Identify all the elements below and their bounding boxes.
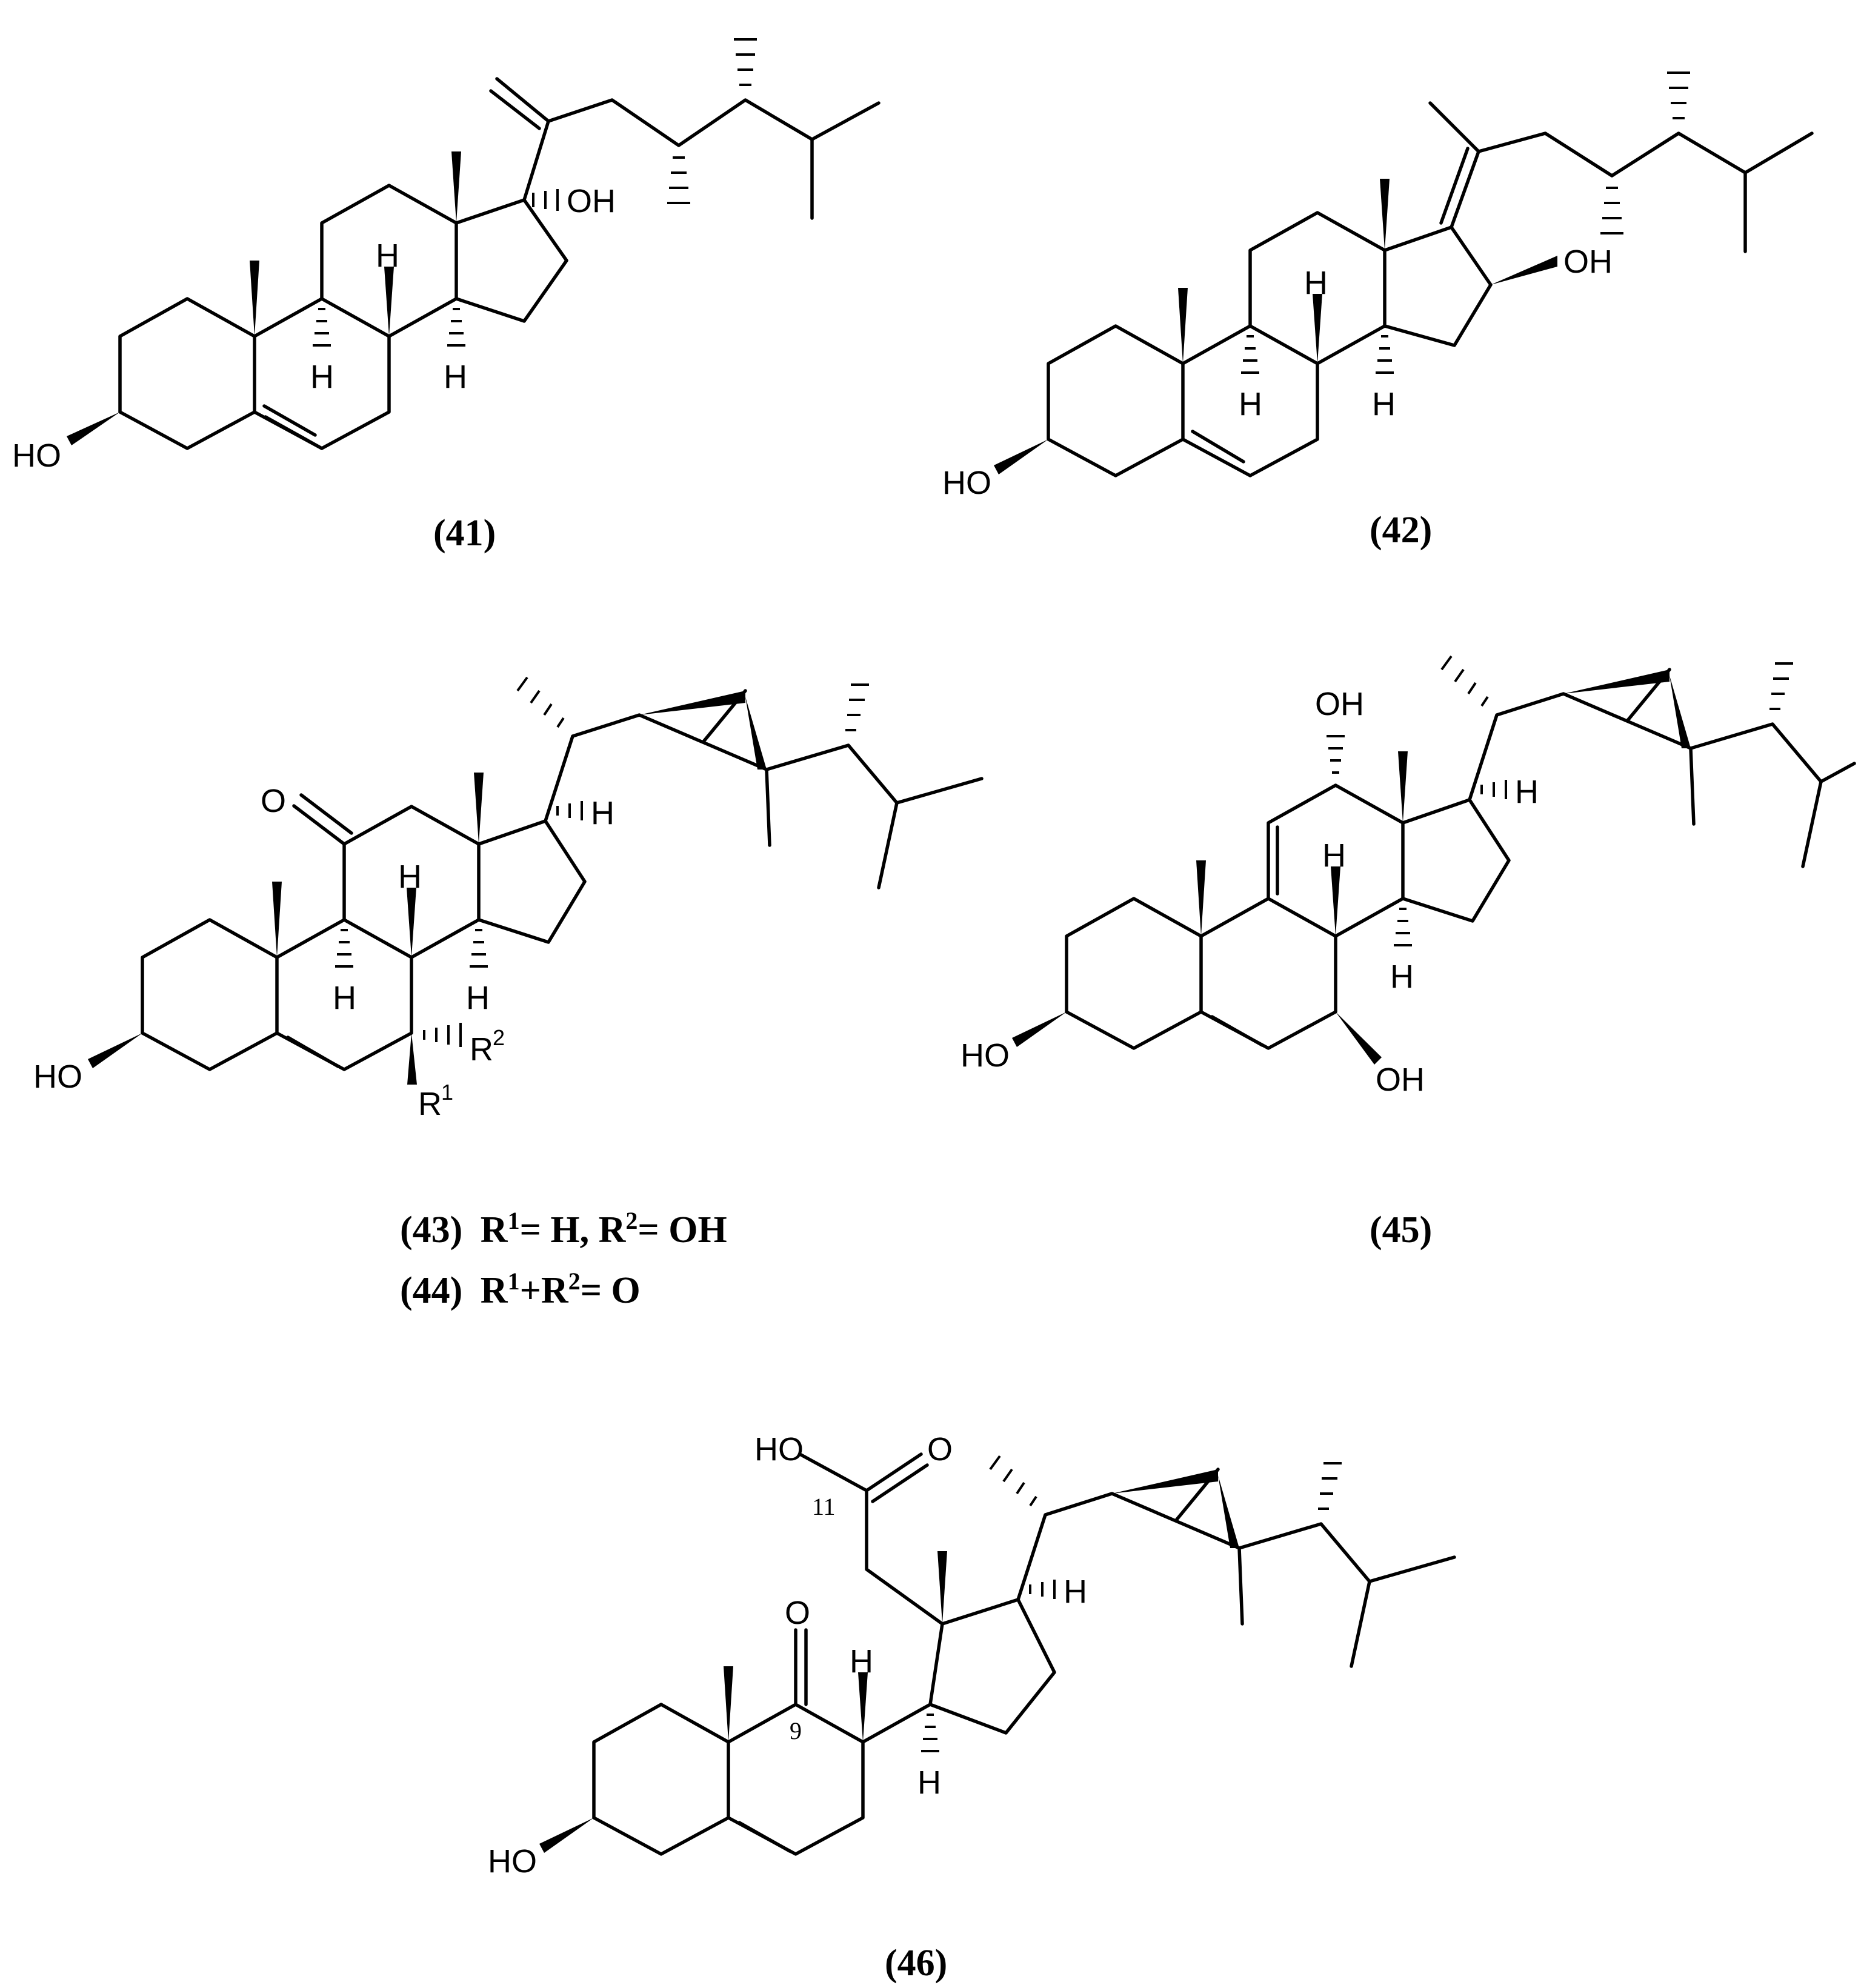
h-14-label: H: [444, 359, 467, 395]
h-8-label: H: [850, 1643, 873, 1680]
compound-46-caption: (46): [885, 1943, 947, 1984]
acid-o-label: O: [927, 1431, 953, 1468]
r2-label: R: [470, 1031, 493, 1068]
h-17-label: H: [1515, 774, 1539, 810]
h-8-label: H: [376, 238, 399, 274]
oh-17-label: OH: [567, 183, 616, 219]
compound-43-44: O HO H H H R 1 R 2 H: [33, 676, 984, 1311]
oh-3-label: HO: [488, 1843, 537, 1880]
h-9-label: H: [310, 359, 334, 395]
h-8-label: H: [398, 859, 422, 895]
h-17-label: H: [591, 795, 614, 831]
compound-45: HO OH H H OH H (45): [960, 655, 1856, 1251]
h-14-label: H: [1390, 959, 1414, 995]
oh-3-label: HO: [12, 437, 61, 474]
r1-label: R: [418, 1086, 442, 1122]
oh-3-label: HO: [33, 1059, 82, 1095]
compound-42: HO H H H OH (42): [942, 71, 1814, 551]
ketone-o-label: O: [261, 783, 286, 819]
h-17-label: H: [1064, 1574, 1087, 1610]
c9-label: 9: [790, 1717, 802, 1744]
h-14-label: H: [1372, 386, 1396, 422]
h-14-label: H: [917, 1764, 941, 1801]
oh-7-label: OH: [1376, 1062, 1425, 1098]
r2-sup-label: 2: [493, 1025, 505, 1050]
ketone-o-label: O: [785, 1595, 810, 1631]
c11-label: 11: [812, 1493, 836, 1520]
oh-3-label: HO: [942, 465, 991, 501]
compound-41: HO H H H OH (41): [12, 38, 881, 554]
compound-41-caption: (41): [433, 513, 496, 554]
h-8-label: H: [1322, 837, 1346, 874]
compound-45-caption: (45): [1370, 1209, 1432, 1251]
oh-16-label: OH: [1563, 244, 1613, 280]
h-9-label: H: [333, 980, 356, 1016]
h-14-label: H: [466, 980, 490, 1016]
h-8-label: H: [1304, 265, 1328, 301]
h-9-label: H: [1239, 386, 1262, 422]
oh-3-label: HO: [960, 1037, 1010, 1074]
compound-43-caption: (43) R1= H, R2= OH: [400, 1207, 727, 1251]
compound-42-caption: (42): [1370, 510, 1432, 551]
oh-12-label: OH: [1315, 686, 1364, 722]
r1-sup-label: 1: [441, 1080, 453, 1105]
compound-44-caption: (44) R1+R2= O: [400, 1268, 641, 1311]
compound-46: O 9 HO H H HO O 11 H: [488, 1431, 1456, 1984]
acid-ho-label: HO: [754, 1431, 804, 1468]
